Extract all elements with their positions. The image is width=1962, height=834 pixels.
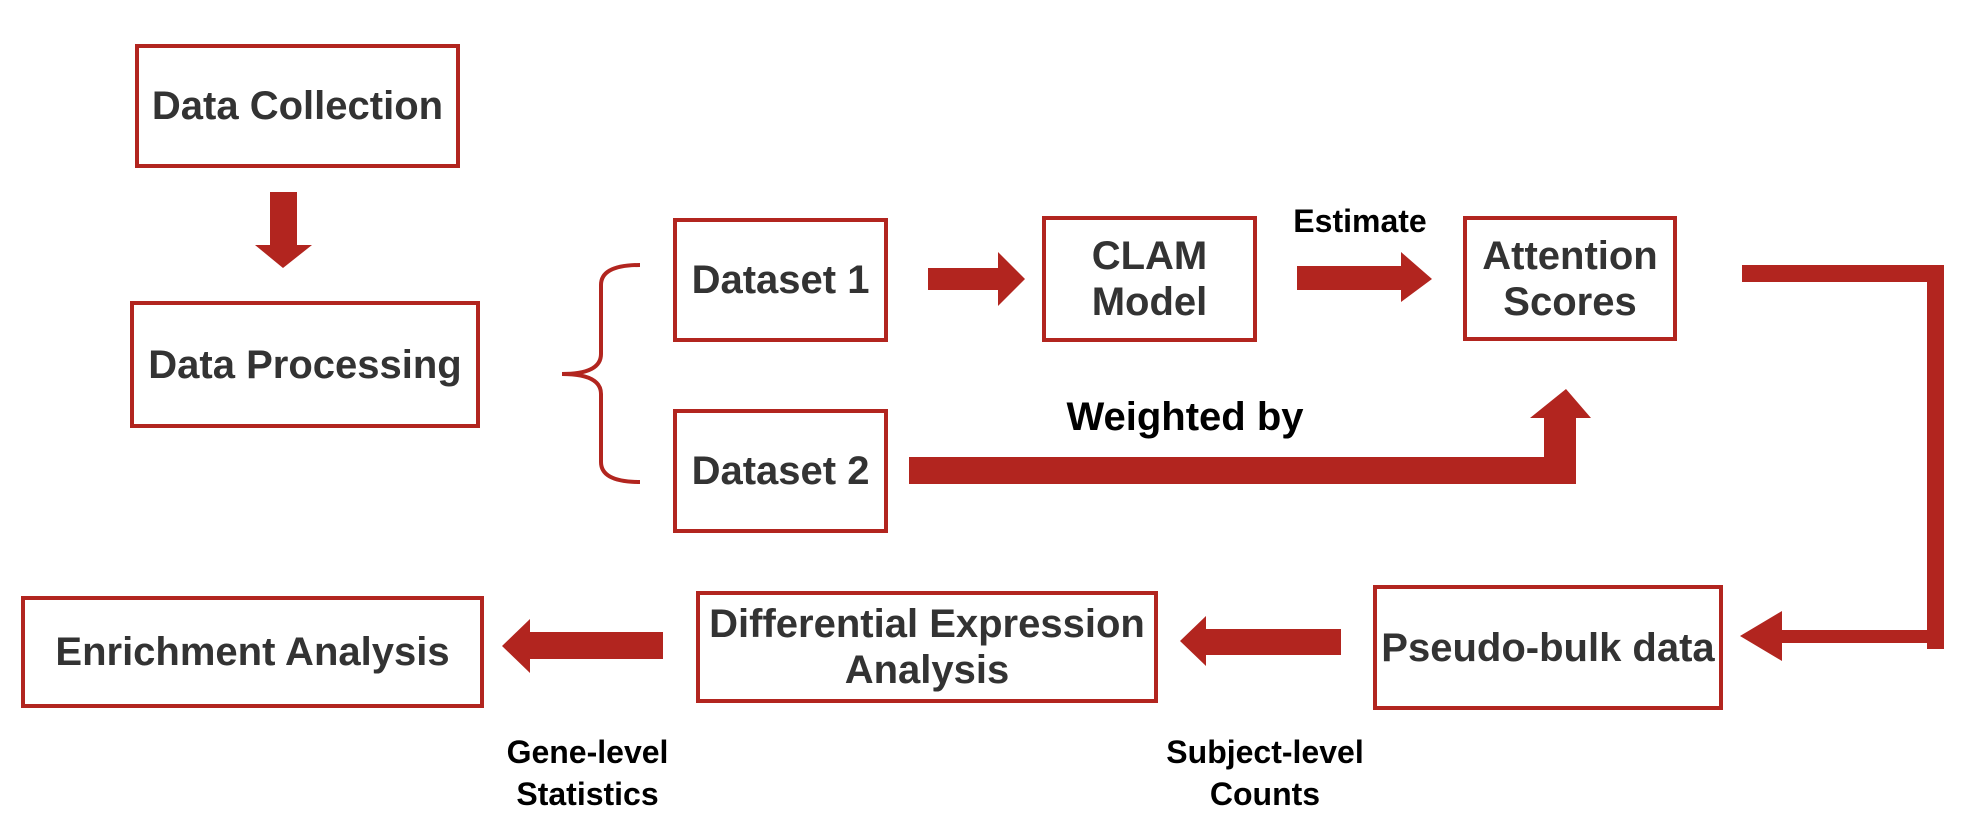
attention-scores-box: Attention Scores bbox=[1463, 216, 1677, 341]
weighted-by-label: Weighted by bbox=[1066, 395, 1304, 439]
clam-model-box: CLAM Model bbox=[1042, 216, 1257, 342]
pseudo-bulk-box: Pseudo-bulk data bbox=[1373, 585, 1723, 710]
dataset2-box: Dataset 2 bbox=[673, 409, 888, 533]
arrow-dataset2-to-attention bbox=[909, 389, 1591, 484]
differential-expression-box: Differential Expression Analysis bbox=[696, 591, 1158, 703]
estimate-label: Estimate bbox=[1293, 203, 1427, 239]
gene-level-statistics-label: Gene-level Statistics bbox=[506, 734, 669, 812]
arrow-diffexpr-to-enrichment bbox=[502, 619, 663, 673]
dataset-brace bbox=[561, 263, 641, 484]
arrow-attention-to-pseudobulk bbox=[1740, 265, 1944, 661]
arrow-dataset1-to-clam bbox=[928, 252, 1025, 306]
dataset1-box: Dataset 1 bbox=[673, 218, 888, 342]
arrow-pseudobulk-to-diffexpr bbox=[1180, 616, 1341, 666]
arrow-collection-to-processing bbox=[255, 192, 312, 268]
data-collection-box: Data Collection bbox=[135, 44, 460, 168]
data-processing-box: Data Processing bbox=[130, 301, 480, 428]
arrow-clam-to-attention bbox=[1297, 252, 1432, 302]
enrichment-analysis-box: Enrichment Analysis bbox=[21, 596, 484, 708]
subject-level-counts-label: Subject-level Counts bbox=[1166, 734, 1364, 812]
